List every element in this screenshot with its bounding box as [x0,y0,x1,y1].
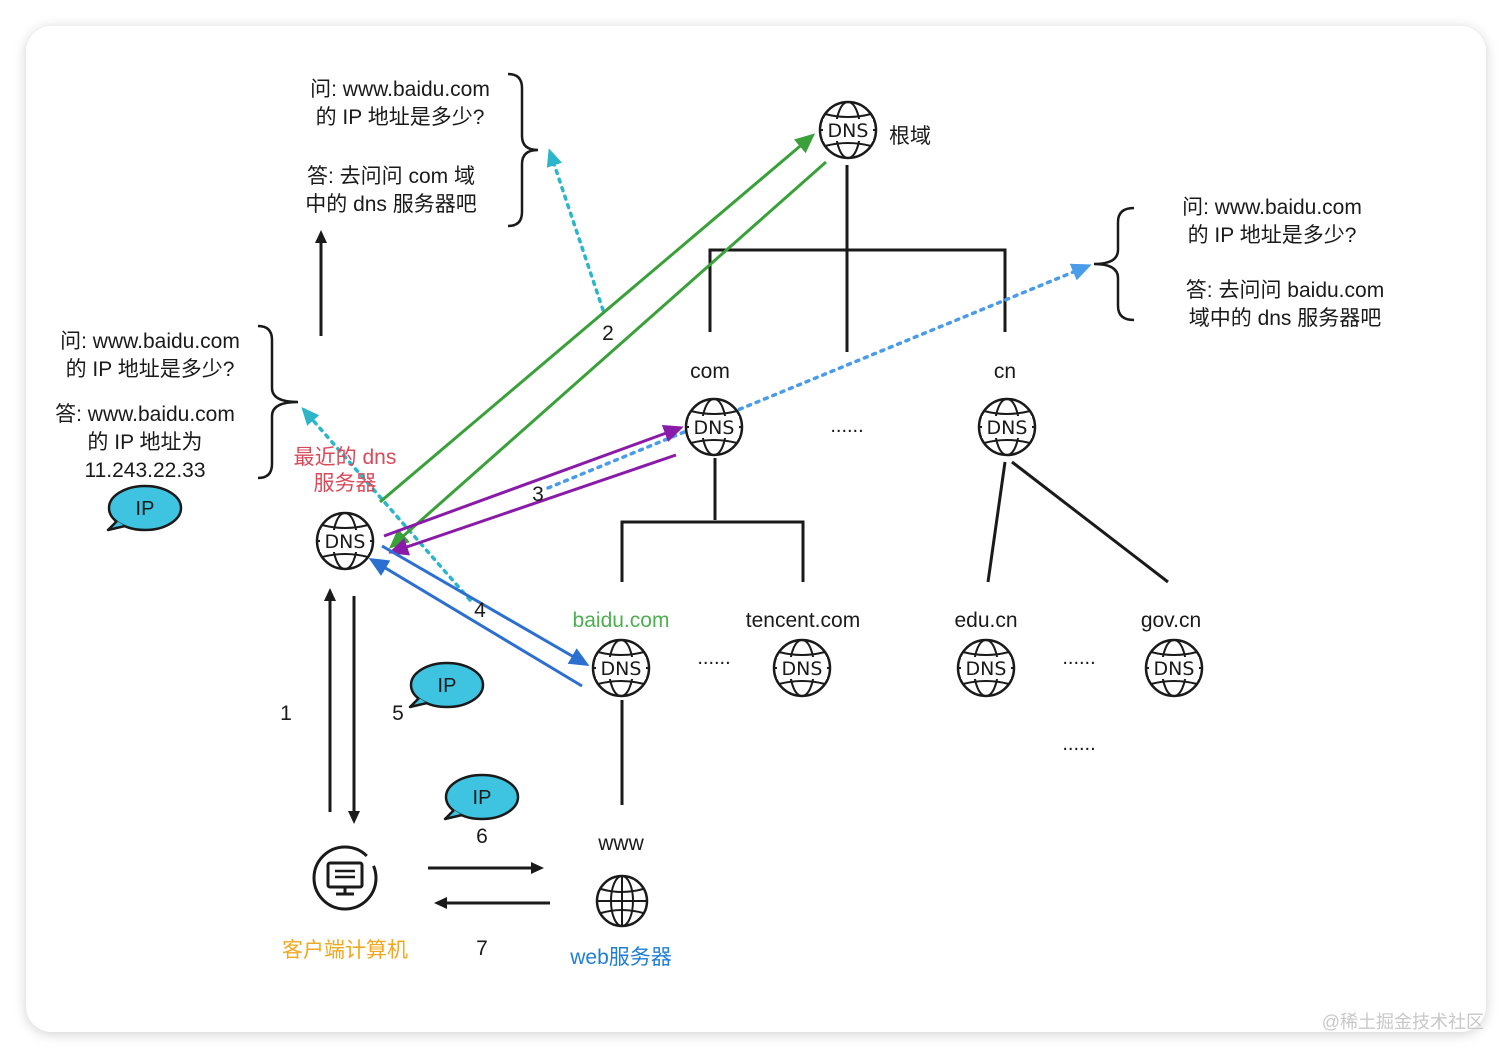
step-number-4: 4 [474,599,486,622]
edu-label: edu.cn [954,609,1017,632]
web-server-label: web服务器 [569,946,672,969]
svg-text:答: 去问问 com 域: 答: 去问问 com 域 [307,165,475,188]
www-label: www [597,832,644,855]
purple-arrow-to-com [383,425,684,538]
root-domain-label: 根域 [889,125,931,148]
svg-text:DNS: DNS [987,417,1028,439]
step-number-2: 2 [602,322,614,345]
step-number-5: 5 [392,702,404,725]
cn-dns-icon: DNS [977,397,1037,457]
brace-com-note [1093,206,1135,322]
step-number-7: 7 [476,937,488,960]
gov-dns-icon: DNS [1144,638,1204,698]
ellipsis-edu-gov: ...... [1062,647,1095,669]
purple-arrow-from-com [388,453,677,556]
com-note: 问: www.baidu.com 的 IP 地址是多少? 答: 去问问 baid… [1182,196,1384,330]
ellipsis-com-level: ...... [830,415,863,437]
client-computer-icon [312,845,378,911]
local-dns-icon: DNS [315,511,375,571]
svg-text:IP: IP [438,675,457,697]
blue-arrow-from-baidu [368,557,583,688]
svg-text:IP: IP [473,787,492,809]
dotted-arrow-to-root-note [546,148,605,312]
com-label: com [690,360,730,383]
svg-text:问: www.baidu.com: 问: www.baidu.com [60,330,240,353]
gov-label: gov.cn [1141,609,1201,632]
brace-root-note [507,72,539,228]
green-arrow-to-root [379,133,816,504]
watermark: @稀土掘金技术社区 [1322,1012,1484,1032]
tencent-label: tencent.com [746,609,860,632]
svg-text:11.243.22.33: 11.243.22.33 [84,459,205,482]
svg-text:中的 dns 服务器吧: 中的 dns 服务器吧 [305,193,477,216]
brace-local-note [257,324,299,480]
svg-text:DNS: DNS [694,417,735,439]
blue-arrow-to-baidu [381,544,590,667]
dotted-arrow-to-com-note [546,263,1092,490]
ip-bubble-step5: IP [408,661,485,709]
dns-tree-lines [620,165,1169,805]
local-dns-label-line2: 服务器 [314,472,377,495]
root-dns-icon: DNS [818,100,878,160]
svg-text:域中的 dns 服务器吧: 域中的 dns 服务器吧 [1189,307,1382,330]
svg-text:答: www.baidu.com: 答: www.baidu.com [55,403,235,426]
svg-text:问: www.baidu.com: 问: www.baidu.com [1182,196,1362,219]
edu-dns-icon: DNS [956,638,1016,698]
ip-bubble-step6: IP [443,773,520,821]
com-dns-icon: DNS [684,397,744,457]
baidu-label: baidu.com [573,609,670,632]
client-label: 客户端计算机 [282,939,408,962]
step-number-6: 6 [476,825,488,848]
green-arrow-from-root [389,160,827,549]
dotted-arrow-to-local-note [301,406,472,602]
cn-label: cn [994,360,1016,383]
tencent-dns-icon: DNS [772,638,832,698]
card-background [26,26,1486,1032]
ellipsis-baidu-tencent: ...... [697,647,730,669]
svg-text:的 IP 地址为: 的 IP 地址为 [87,431,202,454]
svg-text:问: www.baidu.com: 问: www.baidu.com [310,78,490,101]
svg-text:DNS: DNS [601,658,642,680]
svg-text:DNS: DNS [782,658,823,680]
svg-text:的 IP 地址是多少?: 的 IP 地址是多少? [316,106,485,129]
ellipsis-bottom: ...... [1062,733,1095,755]
svg-text:的 IP 地址是多少?: 的 IP 地址是多少? [66,358,235,381]
svg-text:的 IP 地址是多少?: 的 IP 地址是多少? [1188,224,1357,247]
root-note: 问: www.baidu.com 的 IP 地址是多少? 答: 去问问 com … [305,78,490,216]
step-number-1: 1 [280,702,292,725]
local-note: 问: www.baidu.com 的 IP 地址是多少? 答: www.baid… [55,330,240,482]
svg-text:答: 去问问 baidu.com: 答: 去问问 baidu.com [1186,279,1384,302]
svg-text:DNS: DNS [828,120,869,142]
web-server-globe-icon [595,874,649,928]
baidu-dns-icon: DNS [591,638,651,698]
svg-text:DNS: DNS [325,531,366,553]
local-dns-label-line1: 最近的 dns [294,446,397,469]
svg-text:IP: IP [136,498,155,520]
svg-text:DNS: DNS [1154,658,1195,680]
step-number-3: 3 [532,483,544,506]
svg-text:DNS: DNS [966,658,1007,680]
ip-bubble-answer: IP [106,484,183,532]
